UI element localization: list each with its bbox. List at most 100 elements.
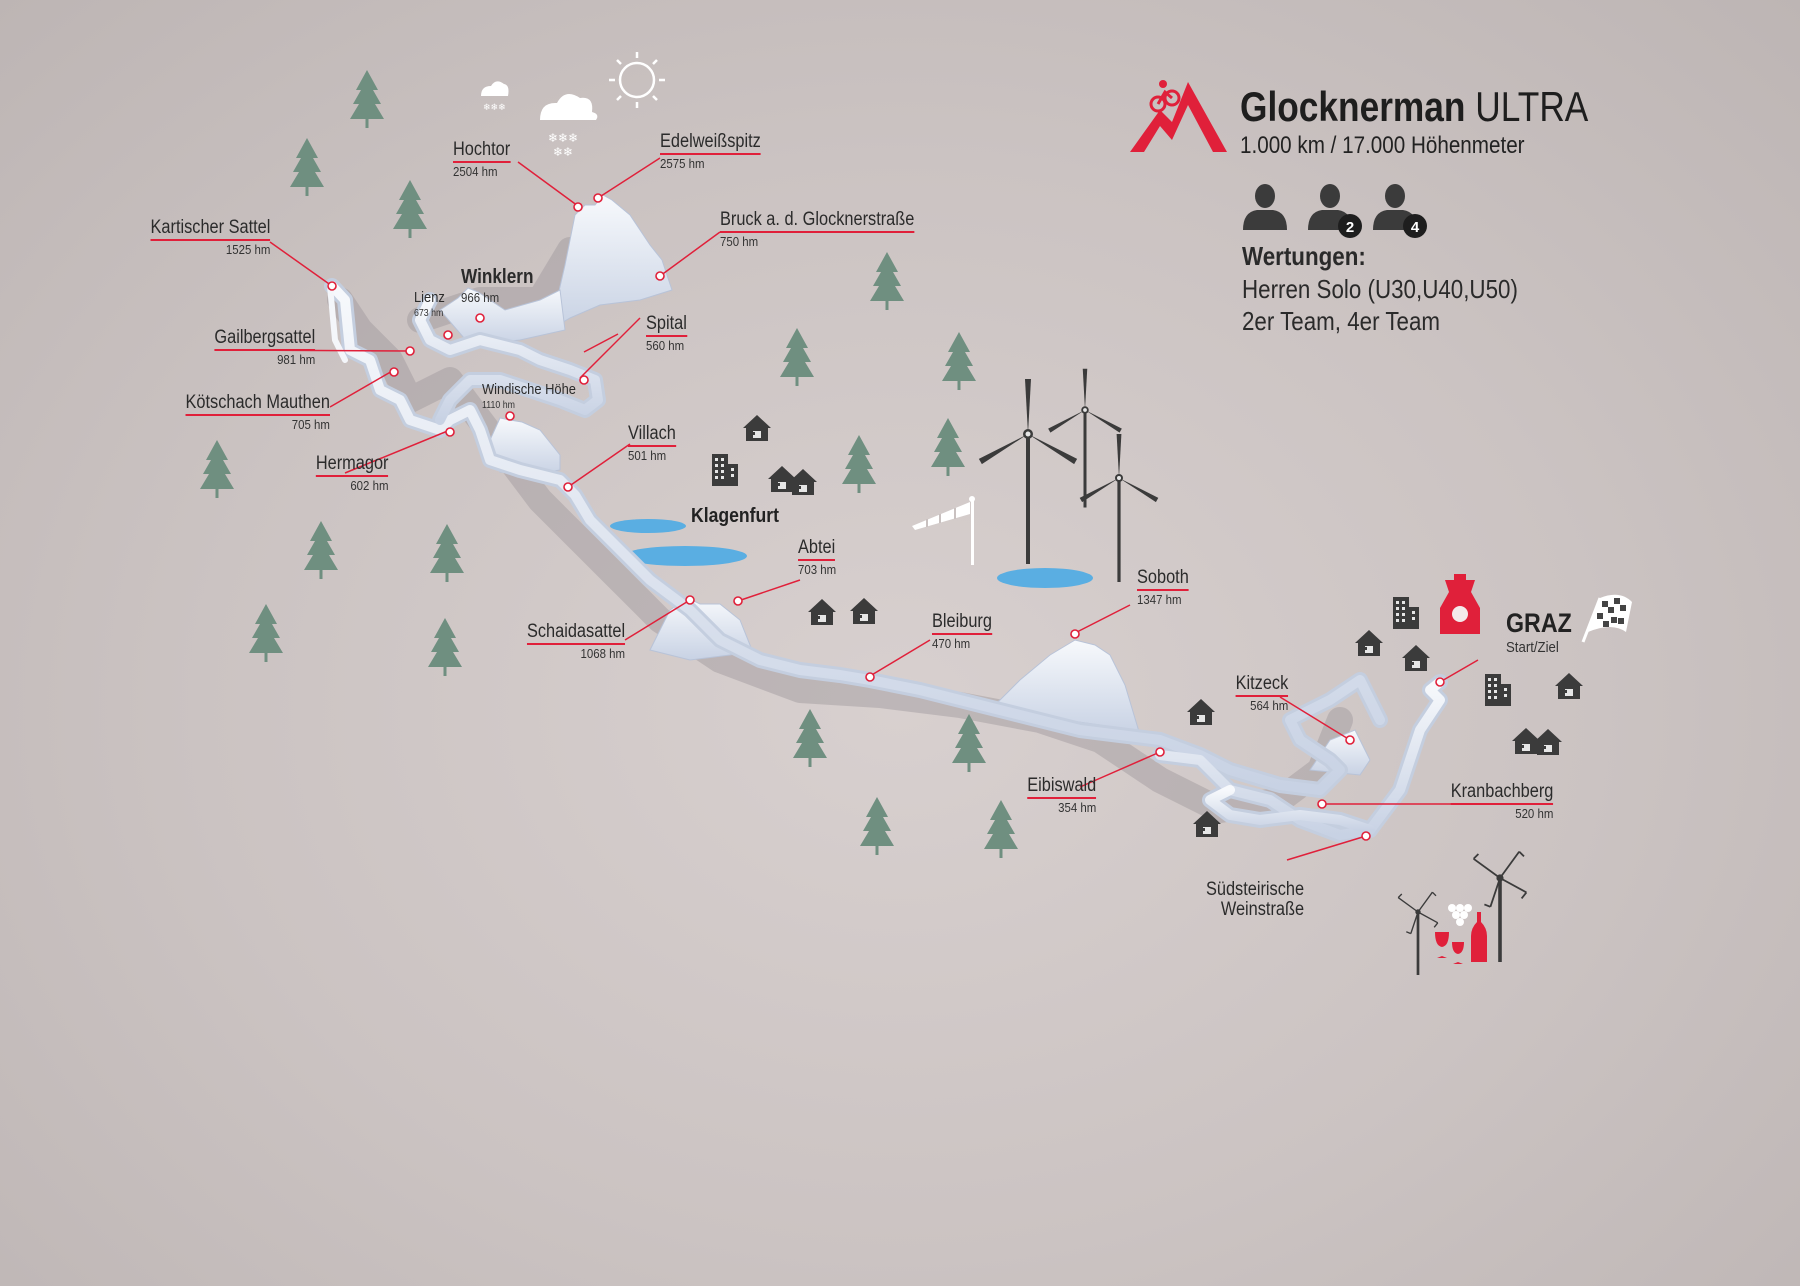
grapes-icon (1448, 904, 1472, 926)
marker-weinstrasse (1361, 831, 1371, 841)
point-elevation: 470 hm (932, 636, 971, 651)
tree-icon (290, 138, 324, 196)
marker-windische-hoehe (505, 411, 515, 421)
windmill-icon (1397, 891, 1439, 976)
race-title-light: ULTRA (1465, 83, 1589, 130)
label-gailbergsattel: Gailbergsattel 981 hm (198, 328, 315, 366)
house-icon (1402, 645, 1430, 671)
snow-cloud-icon: ❄❄❄ ❄❄ (540, 94, 598, 159)
tree-icon (393, 180, 427, 238)
label-kitzeck: Kitzeck 564 hm (1227, 674, 1288, 712)
marker-kartischer-sattel (327, 281, 337, 291)
wind-turbine-icon (1079, 434, 1159, 582)
house-icon (1187, 699, 1215, 725)
house-icon (743, 415, 771, 441)
race-title-bold: Glocknerman (1240, 83, 1466, 130)
marker-hermagor (445, 427, 455, 437)
route-ribbon (324, 278, 1448, 843)
point-name: Kartischer Sattel (150, 218, 270, 241)
svg-text:❄❄❄: ❄❄❄ (483, 103, 506, 113)
team-badge-4: 4 (1411, 219, 1420, 236)
label-edelweissspitz: Edelweißspitz 2575 hm (660, 132, 777, 170)
label-spital: Spital 560 hm (646, 314, 694, 352)
point-name: Schaidasattel (526, 622, 625, 645)
tree-icon (793, 709, 827, 767)
marker-schaidasattel (685, 595, 695, 605)
label-schaidasattel: Schaidasattel 1068 hm (511, 622, 625, 660)
point-elevation: 1525 hm (225, 242, 270, 257)
point-name: Bruck a. d. Glocknerstraße (720, 210, 915, 233)
label-lienz: Lienz 673 hm (414, 290, 450, 319)
point-elevation: 750 hm (720, 234, 759, 249)
tree-icon (780, 328, 814, 386)
label-hochtor: Hochtor 2504 hm (453, 140, 520, 178)
point-name: Kitzeck (1235, 674, 1288, 697)
label-hermagor: Hermagor 602 hm (304, 454, 388, 492)
point-name: Gailbergsattel (214, 328, 315, 351)
tree-icon (428, 618, 462, 676)
label-kartischer-sattel: Kartischer Sattel 1525 hm (131, 218, 270, 256)
building-icon (712, 454, 738, 486)
marker-graz (1435, 677, 1445, 687)
tree-icon (304, 521, 338, 579)
house-icon (1555, 673, 1583, 699)
finish-flag-icon (1581, 594, 1632, 643)
city-graz: GRAZ Start/Ziel (1506, 608, 1583, 656)
building-icon (1393, 597, 1419, 629)
tree-icon (931, 418, 965, 476)
city-klagenfurt: Klagenfurt (691, 505, 779, 527)
wind-turbines (978, 368, 1159, 582)
lake-icon (623, 546, 747, 566)
categories-block: Wertungen: Herren Solo (U30,U40,U50) 2er… (1242, 240, 1563, 338)
point-elevation: 2575 hm (660, 156, 705, 171)
point-elevation: 520 hm (1514, 806, 1553, 821)
house-icon (850, 598, 878, 624)
person-icon (1243, 184, 1287, 230)
point-elevation: 703 hm (798, 562, 837, 577)
point-name: Edelweißspitz (660, 132, 761, 155)
small-snow-cloud-icon: ❄❄❄ (481, 81, 509, 113)
marker-abtei (733, 596, 743, 606)
point-elevation: 2504 hm (453, 164, 498, 179)
lake-icon (997, 568, 1093, 588)
wind-turbine-icon (978, 379, 1078, 564)
point-name: Spital (646, 314, 687, 337)
label-bleiburg: Bleiburg 470 hm (932, 612, 1002, 650)
categories-line-1: Herren Solo (U30,U40,U50) (1242, 273, 1518, 304)
tree-icon (842, 435, 876, 493)
marker-winklern (475, 313, 485, 323)
tree-icon (870, 252, 904, 310)
team-badge-2: 2 (1346, 219, 1354, 236)
tree-icon (200, 440, 234, 498)
point-name: Soboth (1137, 568, 1189, 591)
wine-glass-icon (1452, 942, 1464, 964)
marker-lienz (443, 330, 453, 340)
tree-icon (942, 332, 976, 390)
tree-icon (249, 604, 283, 662)
point-elevation: 354 hm (1057, 800, 1096, 815)
marker-edelweiss (593, 193, 603, 203)
peak-grossglockner (549, 194, 673, 332)
wine-region (1397, 850, 1528, 976)
svg-text:❄❄: ❄❄ (553, 145, 573, 159)
tree-icon (350, 70, 384, 128)
building-icon (1485, 674, 1511, 706)
label-soboth: Soboth 1347 hm (1137, 568, 1197, 606)
label-windische-hoehe: Windische Höhe 1110 hm (482, 382, 591, 411)
point-elevation: 1068 hm (580, 646, 625, 661)
marker-villach (563, 482, 573, 492)
categories-heading: Wertungen: (1242, 241, 1366, 271)
point-elevation: 602 hm (349, 478, 388, 493)
wine-glass-icon (1435, 932, 1449, 958)
point-name: Südsteirische Weinstraße (1205, 878, 1304, 921)
point-elevation: 673 hm (414, 308, 444, 319)
label-koetschach-mauthen: Kötschach Mauthen 705 hm (162, 393, 330, 431)
point-name: Winklern (461, 266, 534, 288)
race-title: Glocknerman ULTRA (1240, 86, 1588, 128)
lakes (610, 519, 1093, 588)
marker-bleiburg (865, 672, 875, 682)
point-elevation: 560 hm (646, 338, 685, 353)
label-villach: Villach 501 hm (628, 424, 684, 462)
route-markers (327, 193, 1445, 841)
